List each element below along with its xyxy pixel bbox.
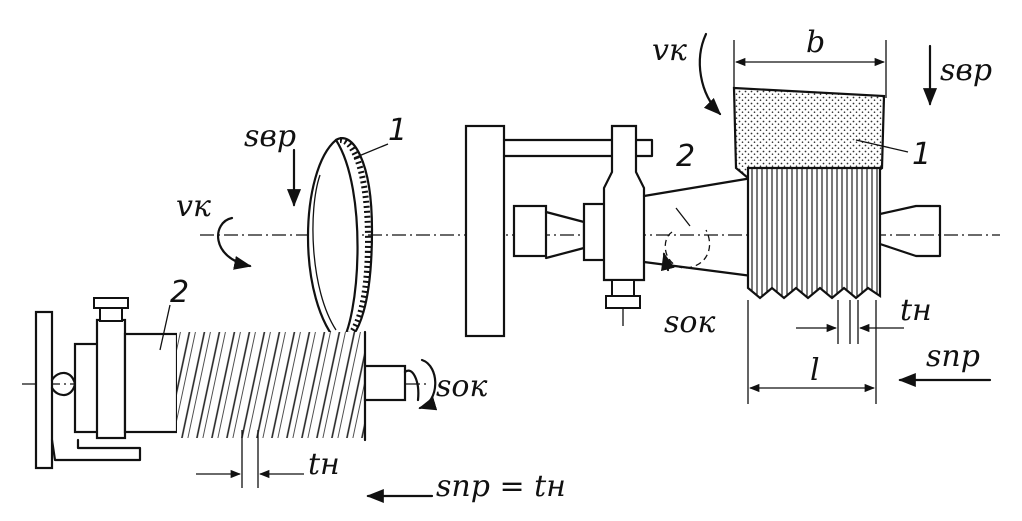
driving-bar bbox=[502, 138, 654, 158]
label-part-1-right: 1 bbox=[912, 137, 931, 172]
spindle-right bbox=[512, 204, 548, 258]
label-part-1-left: 1 bbox=[388, 113, 407, 148]
threaded-workpiece-left bbox=[177, 330, 420, 442]
label-b: b bbox=[806, 25, 825, 60]
clamp-collar bbox=[95, 318, 127, 440]
workpiece-end-left bbox=[363, 364, 407, 402]
driver-clamp bbox=[602, 124, 646, 282]
left-assembly bbox=[22, 137, 1000, 504]
label-s-pr-right: sпр bbox=[926, 339, 980, 374]
label-part-2-left: 2 bbox=[170, 275, 189, 310]
label-s-vr-left: sвр bbox=[244, 119, 296, 154]
circular-feed-arrow-left bbox=[418, 358, 438, 411]
grinding-wheel-right bbox=[732, 86, 886, 180]
workpiece-neck bbox=[123, 332, 179, 434]
label-v-k-left: vк bbox=[176, 189, 211, 224]
label-t-n-right: tн bbox=[900, 293, 932, 328]
workpiece-neck-right bbox=[642, 176, 754, 278]
faceplate-right bbox=[464, 124, 506, 338]
clamp-screw-head bbox=[93, 297, 129, 309]
rotation-arrow-left bbox=[217, 216, 252, 270]
label-t-n-left: tн bbox=[308, 447, 340, 482]
rotation-arrow-right bbox=[698, 32, 722, 116]
label-v-k-right: vк bbox=[652, 33, 687, 68]
faceplate-left bbox=[34, 310, 54, 470]
driving-dog bbox=[50, 438, 142, 462]
label-s-ok-left: sок bbox=[436, 369, 487, 404]
label-l: l bbox=[810, 353, 820, 388]
right-assembly bbox=[464, 32, 992, 404]
tail-centre-right bbox=[878, 204, 942, 258]
grinding-wheel-left bbox=[306, 137, 374, 347]
label-s-pr-eq: sпр = tн bbox=[436, 469, 566, 504]
threaded-workpiece-right bbox=[746, 166, 882, 300]
label-s-vr-right: sвр bbox=[940, 53, 992, 88]
label-part-2-right: 2 bbox=[676, 139, 695, 174]
label-s-ok-right: sок bbox=[664, 305, 715, 340]
